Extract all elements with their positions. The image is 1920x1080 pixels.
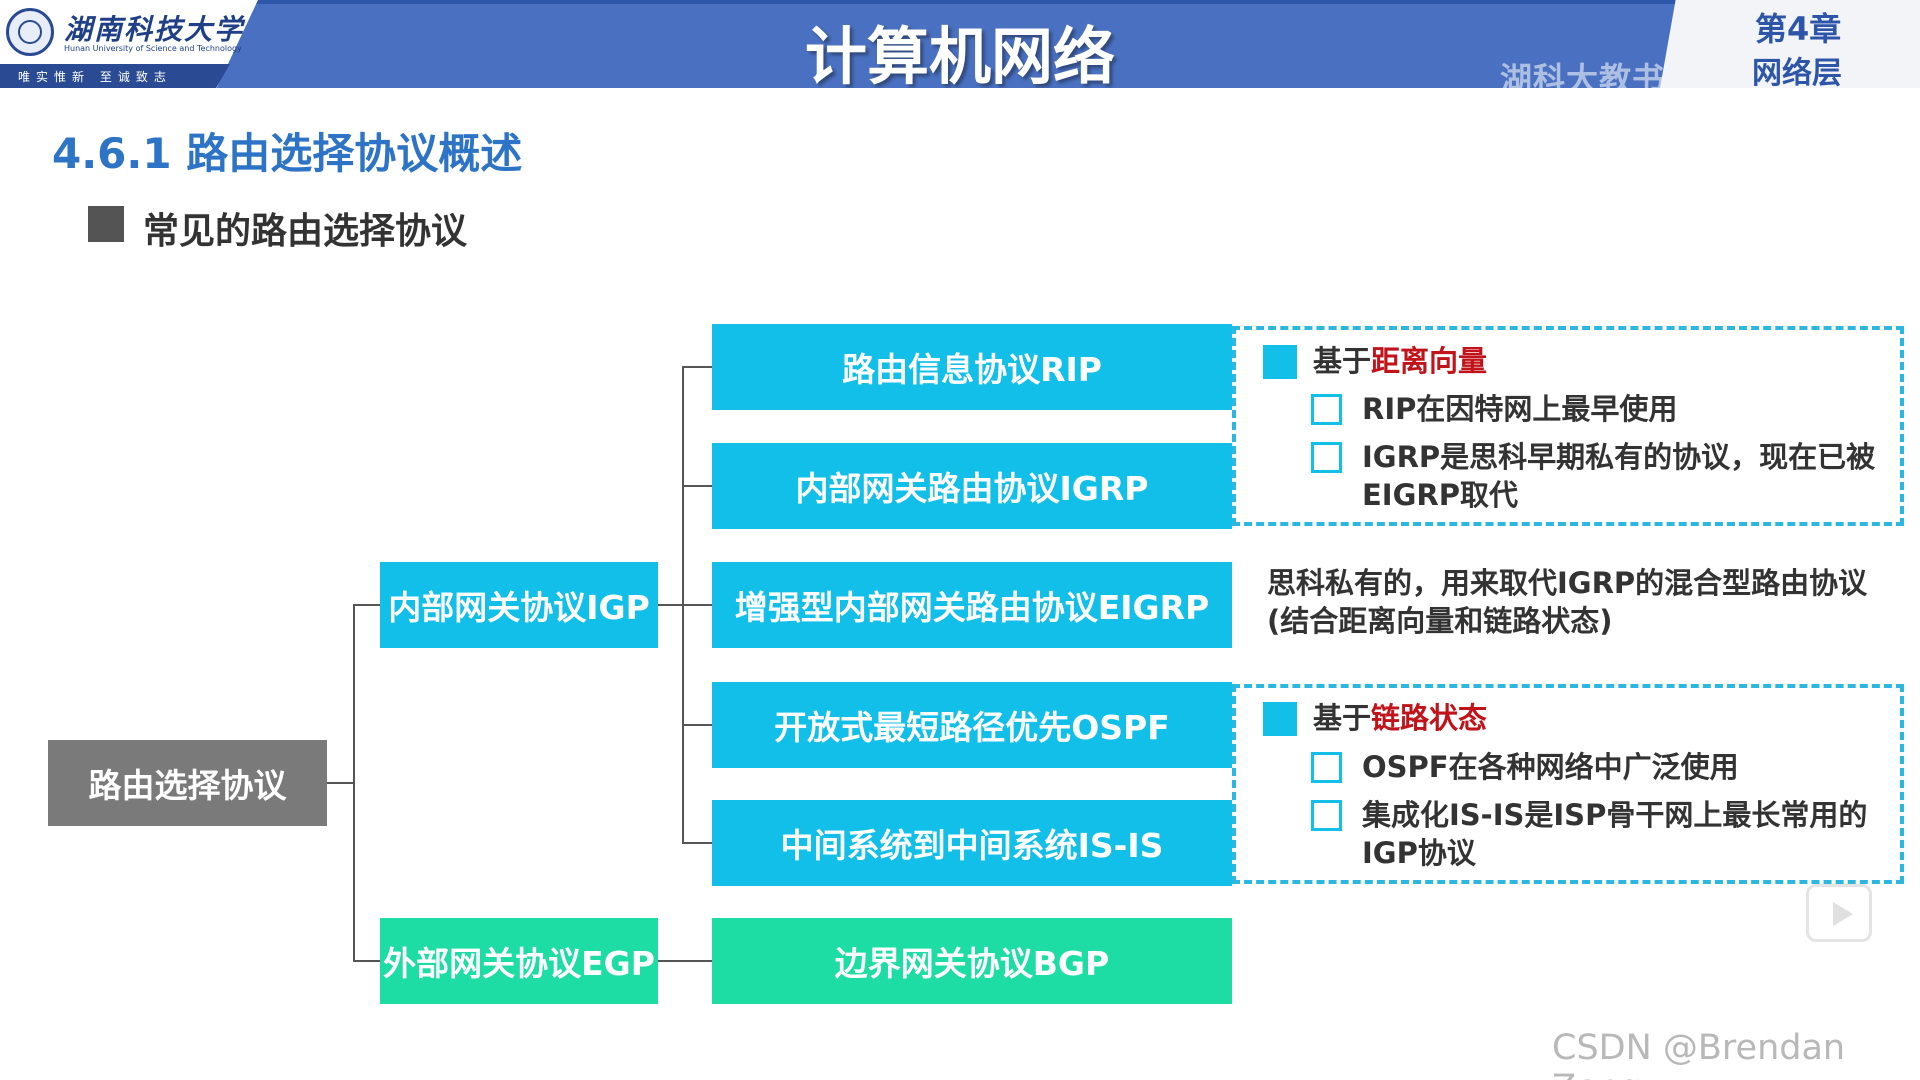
chapter-plate [1660,0,1920,88]
bullet-square-icon [88,206,124,242]
isis-note-line1: 集成化IS-IS是ISP骨干网上最长常用的 [1362,798,1868,832]
protocol-node-rip: 路由信息协议RIP [712,324,1232,410]
university-name-cn: 湖南科技大学 [64,13,245,46]
link-state-group [1232,684,1904,884]
root-node: 路由选择协议 [48,740,327,826]
isis-note-line2: IGP协议 [1362,836,1476,870]
link-state-highlight: 链路状态 [1371,701,1488,735]
connector-to-egp [353,960,381,962]
checkbox-icon [1311,394,1342,425]
note-bullet-icon [1263,345,1297,379]
protocol-node-eigrp: 增强型内部网关路由协议EIGRP [712,562,1232,648]
link-state-heading: 基于链路状态 [1313,699,1487,738]
igrp-note-line2: EIGRP取代 [1362,478,1518,512]
igp-node: 内部网关协议IGP [380,562,658,648]
connector-to-isis [682,842,712,844]
connector-to-igrp [682,485,712,487]
connector-egp-bgp [658,960,712,962]
distance-vector-heading: 基于距离向量 [1313,342,1487,381]
course-title: 计算机网络 [804,20,1115,88]
ospf-note: OSPF在各种网络中广泛使用 [1362,750,1739,784]
heading-prefix: 基于 [1313,701,1372,735]
university-name-en: Hunan University of Science and Technolo… [64,44,242,53]
csdn-credit: CSDN @Brendan Zeng [1552,1028,1846,1080]
connector-igp-stub [658,604,683,606]
chapter-name: 网络层 [1752,56,1842,88]
distance-vector-group [1232,326,1904,526]
checkbox-icon [1311,800,1342,831]
university-motto: 唯实惟新 至诚致志 [18,70,172,84]
note-bullet-icon [1263,702,1297,736]
connector-to-igp [353,604,381,606]
motto-bar [0,64,230,88]
eigrp-note-line2: (结合距离向量和链路状态) [1267,604,1613,638]
section-title: 4.6.1 路由选择协议概述 [52,129,523,178]
play-icon [1833,902,1853,926]
connector-to-ospf [682,724,712,726]
connector-to-rip [682,366,712,368]
subtitle: 常见的路由选择协议 [143,211,468,252]
header-stripe [0,0,1920,4]
rip-note: RIP在因特网上最早使用 [1362,392,1678,426]
connector-root-stub [327,782,354,784]
distance-vector-highlight: 距离向量 [1371,344,1488,378]
play-button[interactable] [1806,884,1872,942]
chapter-number: 第4章 [1755,10,1842,48]
protocol-node-igrp: 内部网关路由协议IGRP [712,443,1232,529]
eigrp-note-line1: 思科私有的，用来取代IGRP的混合型路由协议 [1267,566,1868,600]
slide-header: 湖南科技大学 Hunan University of Science and T… [0,0,1920,88]
university-seal-icon [6,8,54,56]
checkbox-icon [1311,442,1342,473]
protocol-node-isis: 中间系统到中间系统IS-IS [712,800,1232,886]
seal-inner-ring [18,20,42,44]
protocol-node-bgp: 边界网关协议BGP [712,918,1232,1004]
egp-node: 外部网关协议EGP [380,918,658,1004]
heading-prefix: 基于 [1313,344,1372,378]
connector-root-vertical [353,604,355,962]
connector-to-eigrp [682,604,712,606]
protocol-node-ospf: 开放式最短路径优先OSPF [712,682,1232,768]
igrp-note-line1: IGRP是思科早期私有的协议，现在已被 [1362,440,1876,474]
checkbox-icon [1311,752,1342,783]
